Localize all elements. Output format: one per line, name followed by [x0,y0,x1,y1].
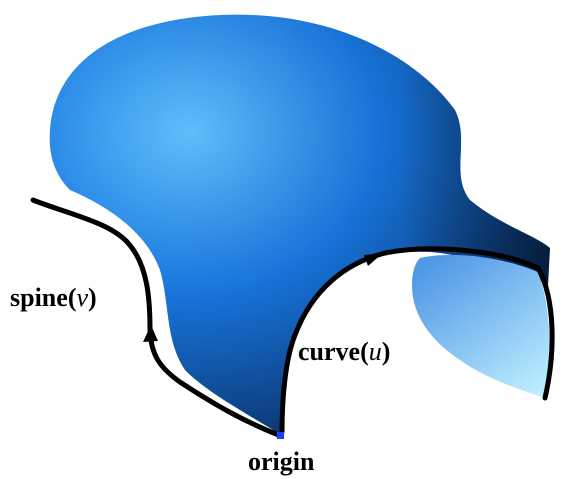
spine-label-open: ( [68,283,77,312]
curve-label-param: u [369,337,382,366]
spine-direction-arrow-icon [143,325,158,342]
origin-point-icon [277,432,284,439]
curve-direction-arrow-icon [364,253,383,266]
spine-label-close: ) [88,283,97,312]
surface-shading [50,15,550,435]
inner-end-face [412,255,550,398]
spine-label-name: spine [10,283,68,312]
curve-label-open: ( [360,337,369,366]
curve-label: curve(u) [298,337,390,366]
origin-label-text: origin [248,447,315,476]
spine-label: spine(v) [10,283,97,312]
spine-label-param: v [76,283,88,312]
curve-label-name: curve [298,337,360,366]
origin-label: origin [248,447,315,476]
curve-label-close: ) [382,337,391,366]
